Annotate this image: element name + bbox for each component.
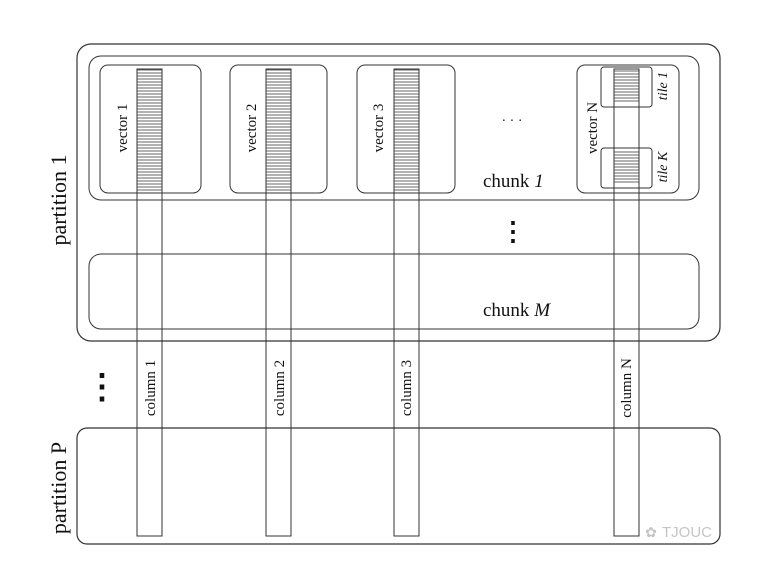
vector-3-hatch [394, 69, 419, 194]
partition-1-box [76, 43, 721, 342]
column-n-label: column N [619, 358, 635, 418]
column-strip-1 [136, 68, 163, 537]
vector-2-hatch [266, 69, 291, 194]
vectors-ellipsis: · · · [502, 114, 523, 129]
column-strip-4 [613, 68, 640, 537]
vector-n-box [576, 64, 680, 194]
vector-1-label: vector 1 [115, 104, 131, 153]
tile-k-label: tile K [656, 151, 671, 182]
partition-1-label: partition 1 [46, 154, 71, 245]
tile-1-hatch [614, 70, 639, 102]
column-1-label: column 1 [143, 360, 159, 416]
column-strip-3 [393, 68, 420, 537]
column-2-label: column 2 [272, 360, 288, 416]
chunks-ellipsis: ⋮ [500, 217, 526, 246]
vector-n-label: vector N [585, 102, 601, 154]
tile-1-label: tile 1 [656, 72, 671, 100]
partitions-ellipsis: ⋮ [85, 369, 119, 406]
vector-2-label: vector 2 [244, 104, 260, 153]
column-3-label: column 3 [399, 360, 415, 416]
watermark-text: TJOUC [662, 524, 712, 541]
hatch-group [137, 69, 639, 194]
vector-1-hatch [137, 69, 162, 194]
chunk-m-label: chunk M [483, 300, 551, 321]
vector-3-label: vector 3 [371, 104, 387, 153]
tile-k-hatch [614, 151, 639, 183]
partition-p-label: partition P [46, 442, 71, 534]
partition-p-box [76, 427, 721, 545]
columns-group [136, 68, 640, 537]
column-strip-2 [265, 68, 292, 537]
chunk-1-label: chunk 1 [483, 171, 544, 192]
watermark-icon: ✿ [645, 524, 657, 540]
